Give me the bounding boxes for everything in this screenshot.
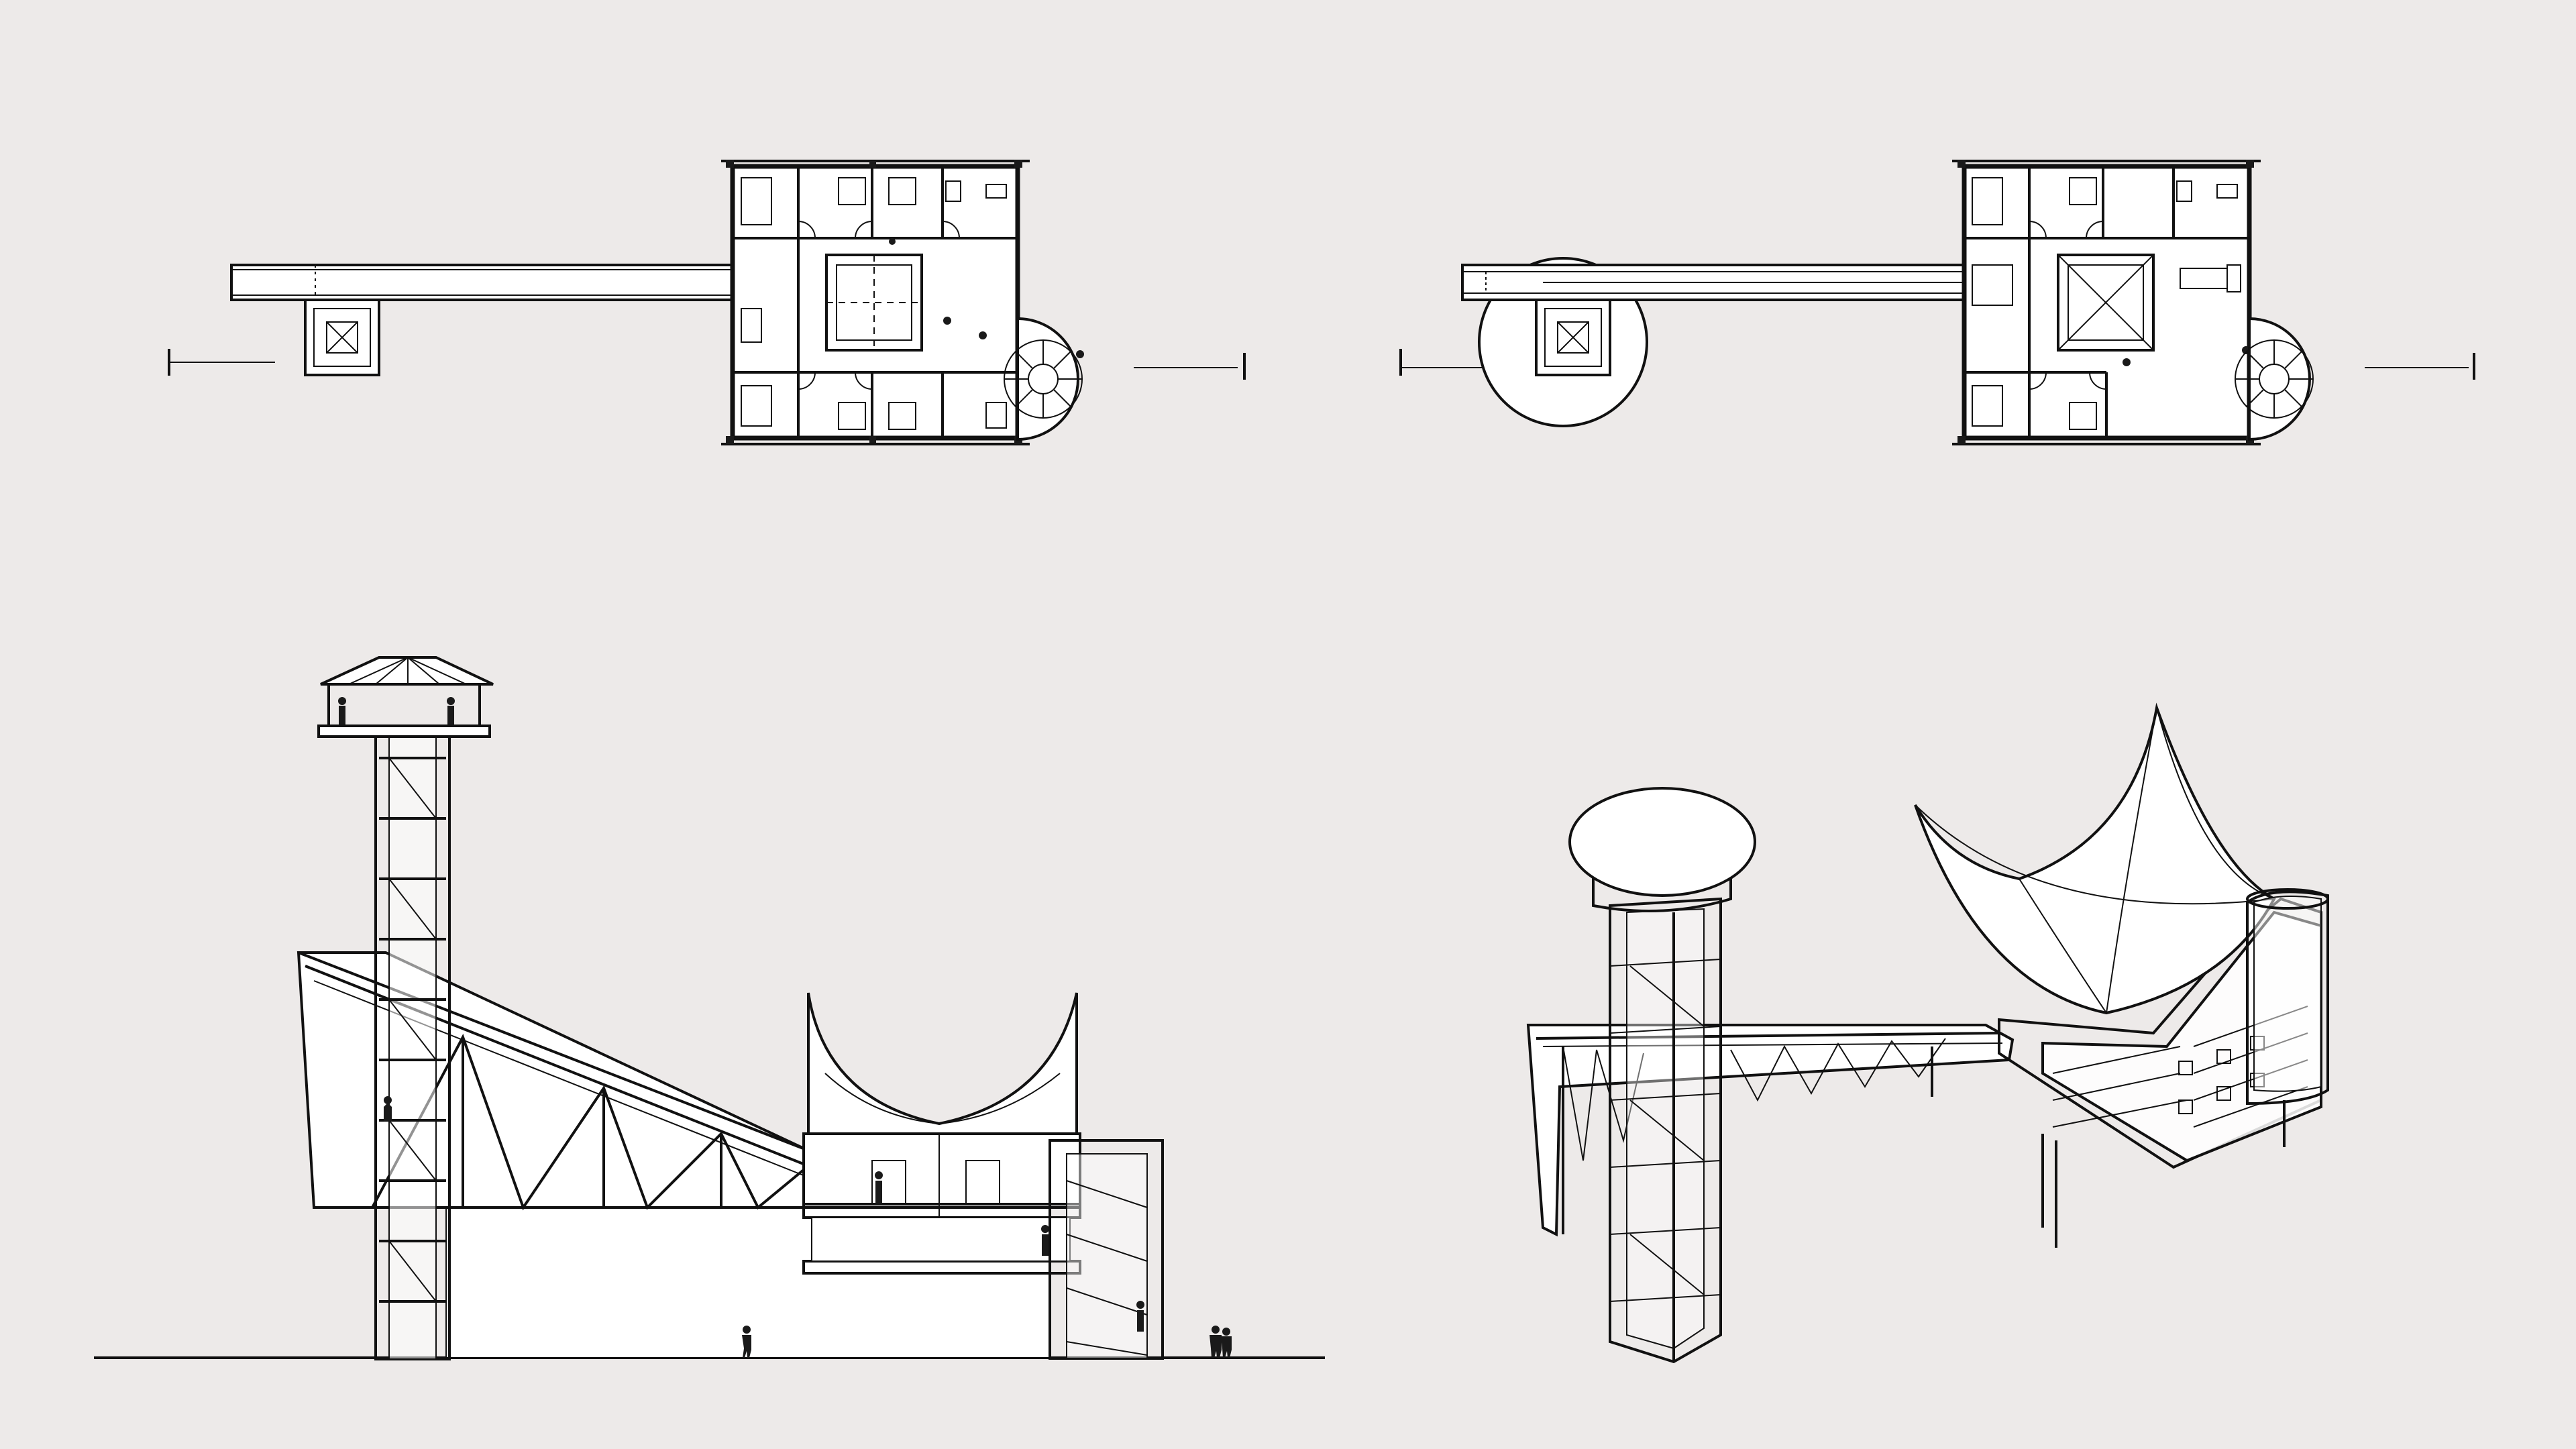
human-figures [742,1326,1232,1358]
section-marker [1399,349,2475,380]
spiral-stair-plan [1004,317,1084,441]
section-drawing [94,656,1325,1360]
observation-tower-axo [1568,787,1756,1364]
spiral-stair-section [1049,1139,1164,1360]
bridge-walkway [1461,264,1974,301]
axonometric-drawing [1526,702,2329,1364]
tower-shaft-plan [1535,299,1611,376]
tower-shaft-plan [304,299,380,376]
plan-level-2 [1399,160,2475,445]
main-building-plan [721,160,1030,445]
observation-tower-section [317,656,494,1360]
stair-cylinder-axo [2246,888,2329,1106]
plan-level-1 [168,160,1246,445]
main-building-plan [1952,160,2261,445]
section-marker [168,349,1246,380]
bridge-truss-axo [1526,1024,2015,1237]
spiral-stair-plan [2235,317,2314,441]
bridge-walkway [230,264,736,301]
main-house-section [802,992,1081,1275]
